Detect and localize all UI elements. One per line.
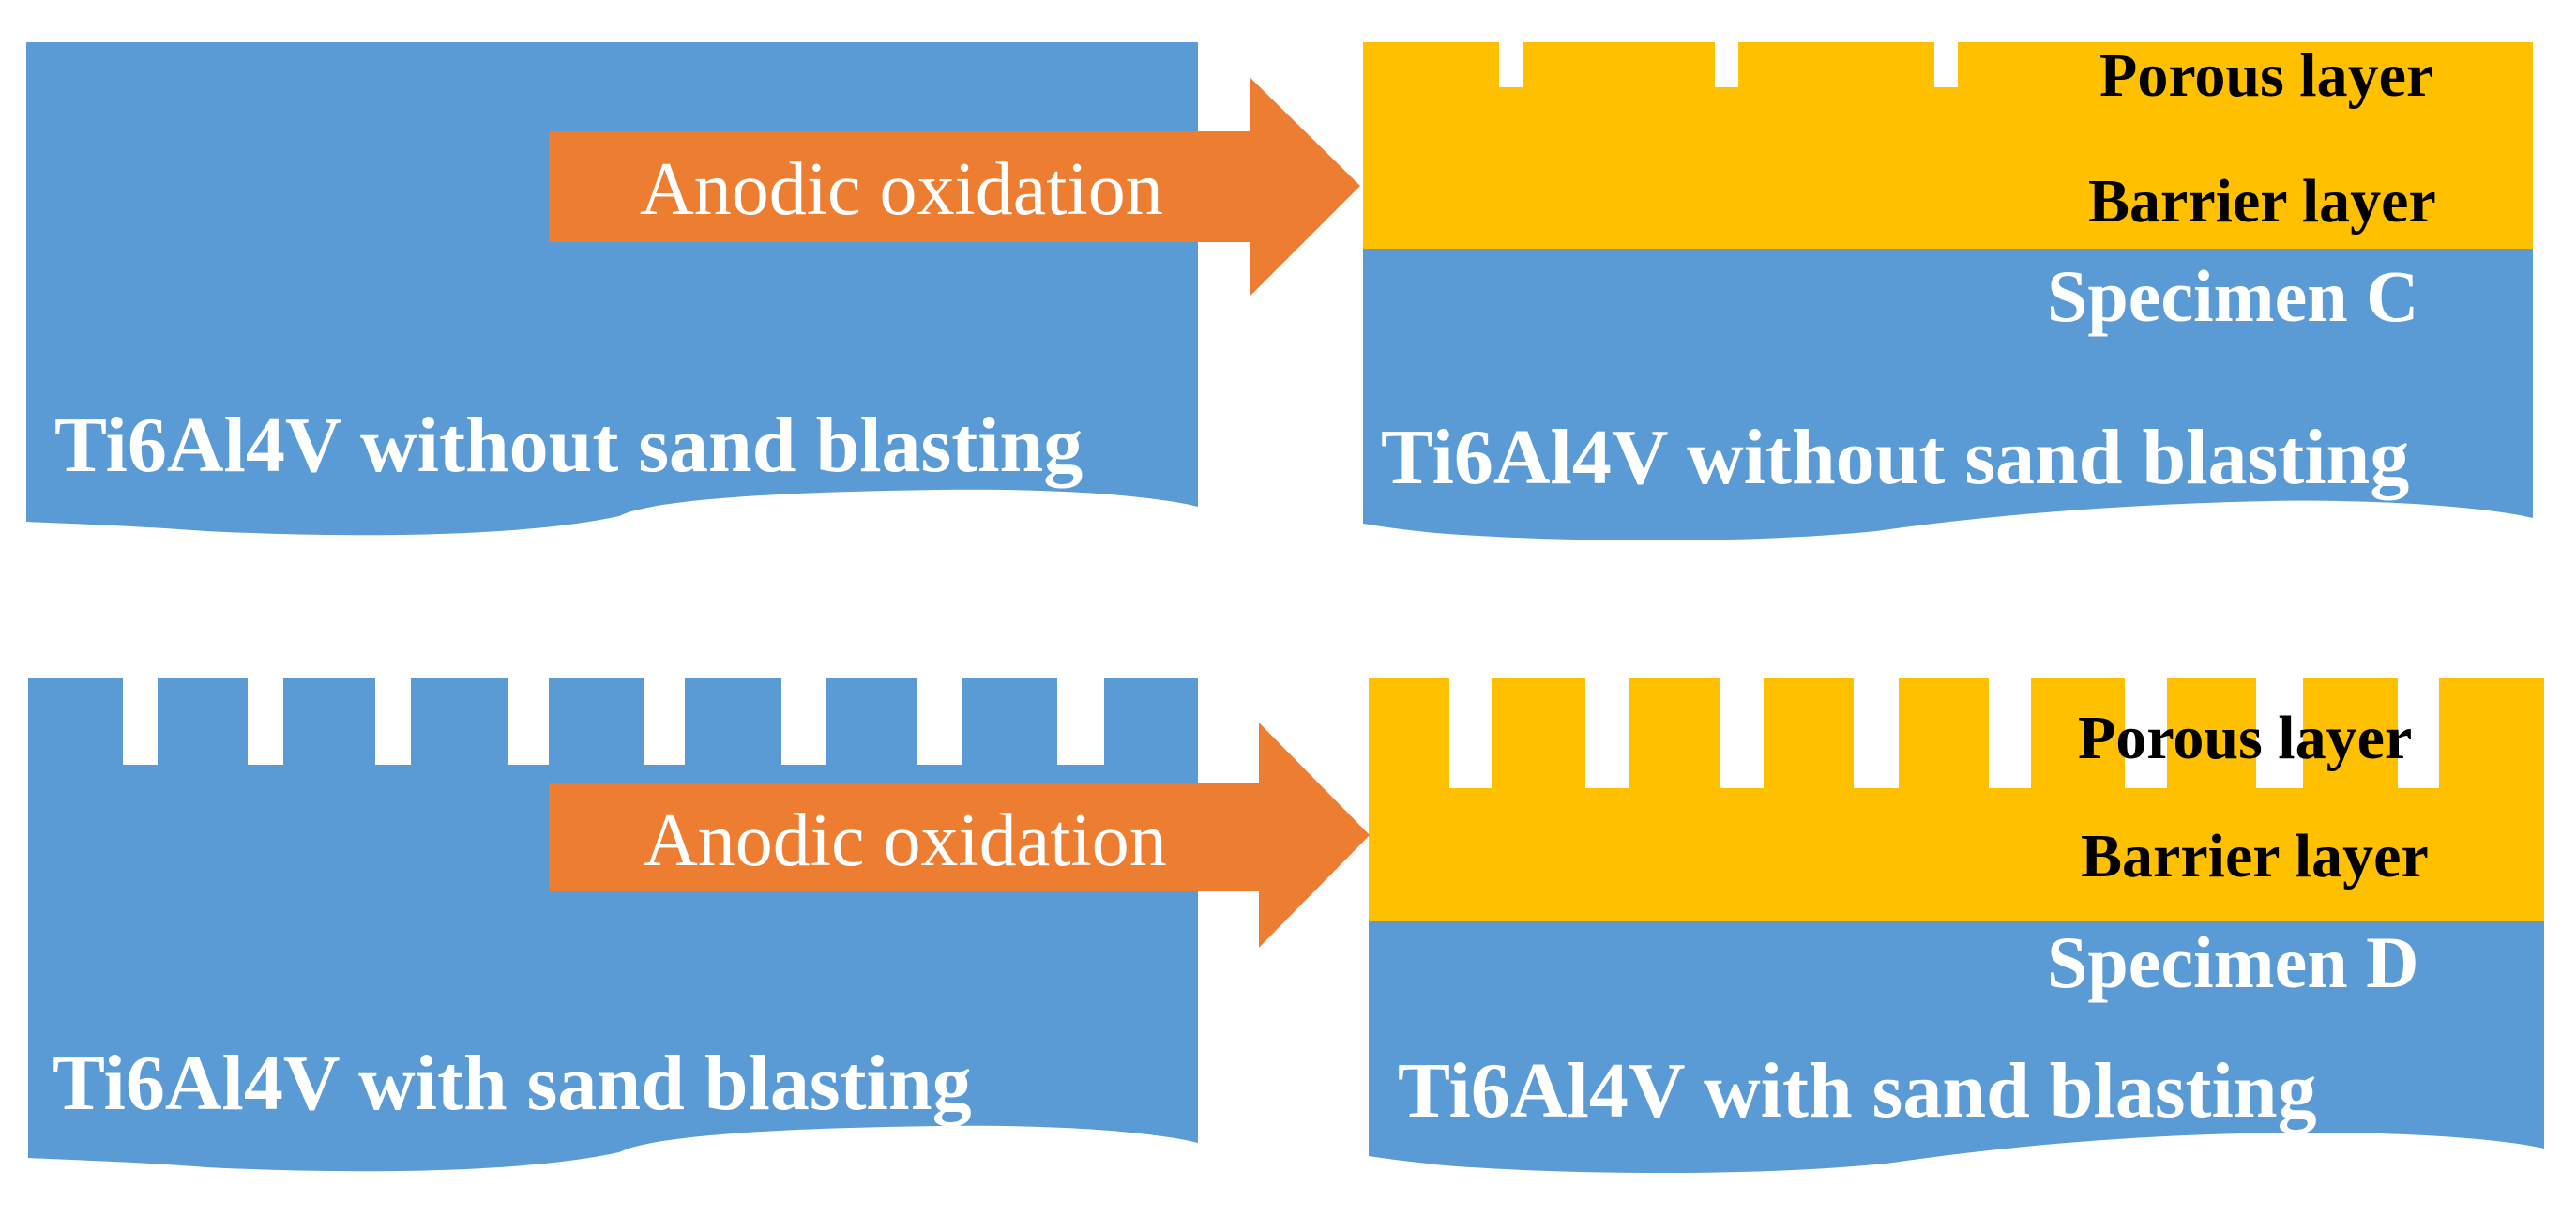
row2-specimen-label: Specimen D xyxy=(2047,921,2418,1003)
row2-after-substrate xyxy=(1369,921,2544,1173)
row2-process-arrow xyxy=(549,723,1370,948)
row1-after-oxide-layer xyxy=(1363,42,2533,249)
row2-arrow-label: Anodic oxidation xyxy=(644,799,1167,882)
row1-arrow-label: Anodic oxidation xyxy=(640,148,1163,231)
row2-barrier-label: Barrier layer xyxy=(2081,822,2429,890)
row2-after-oxide-layer xyxy=(1369,678,2544,921)
row1-specimen-label: Specimen C xyxy=(2047,255,2418,337)
row1-after-substrate xyxy=(1363,249,2533,540)
row1-barrier-label: Barrier layer xyxy=(2088,167,2436,236)
row1-after-substrate-label: Ti6Al4V without sand blasting xyxy=(1381,414,2409,501)
row2-porous-label: Porous layer xyxy=(2078,704,2412,772)
row2-after-substrate-label: Ti6Al4V with sand blasting xyxy=(1398,1047,2317,1134)
row1-process-arrow xyxy=(549,77,1360,297)
row2-before-label: Ti6Al4V with sand blasting xyxy=(53,1040,972,1127)
row1-porous-label: Porous layer xyxy=(2099,41,2433,110)
row1-before-label: Ti6Al4V without sand blasting xyxy=(54,402,1083,489)
